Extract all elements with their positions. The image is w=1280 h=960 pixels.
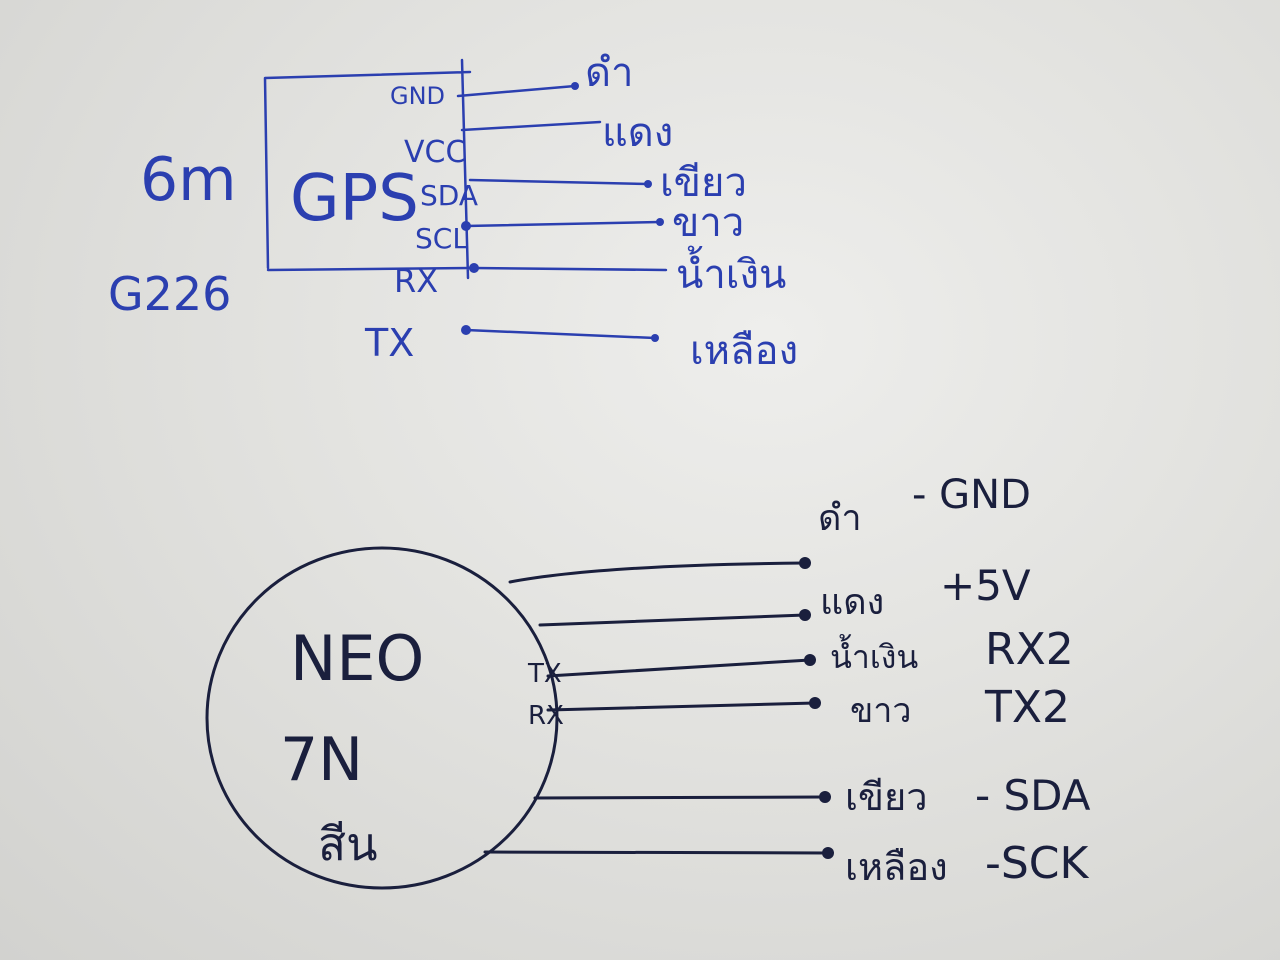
wire-line (508, 561, 807, 584)
pin-label: SDA (420, 179, 478, 212)
wire-line (464, 328, 657, 340)
gps-module-label: GPS (290, 162, 419, 236)
wire-dot (822, 847, 834, 859)
side-label-top: 6m (140, 145, 237, 215)
wire-dot (656, 218, 664, 226)
neo-pin-label: TX (527, 659, 562, 689)
gps-module-outline (263, 58, 472, 280)
wire-color-label: เขียว (845, 775, 928, 819)
pin-label: VCC (404, 135, 466, 170)
connection-target-label: - GND (912, 472, 1031, 518)
pin-label: GND (390, 82, 445, 110)
wire-line (472, 266, 668, 272)
wire-color-label: ขาว (850, 691, 911, 731)
wire-line (546, 658, 812, 678)
wire-color-label: ดำ (585, 50, 633, 96)
wire-line (460, 120, 602, 132)
wire-dot (644, 180, 652, 188)
connection-target-label: - SDA (975, 771, 1091, 820)
connection-target-label: RX2 (985, 624, 1074, 675)
pin-label: TX (364, 321, 414, 365)
wire-line (546, 701, 817, 712)
neo-module-label-line1: NEO (290, 622, 424, 695)
wire-line (468, 178, 650, 186)
wire-dot (571, 82, 579, 90)
wire-dot (819, 791, 831, 803)
pin-label: RX (394, 262, 438, 300)
wire-color-label: น้ำเงิน (830, 634, 918, 676)
wire-line (483, 850, 830, 855)
wire-color-label: น้ำเงิน (676, 245, 786, 298)
wire-dot (461, 221, 471, 231)
neo-module-diagram: NEO 7N สีน TX RX ดำ - GND แดง +5V น้ำเงิ… (205, 472, 1091, 890)
wire-dot (799, 557, 811, 569)
wire-dot (469, 263, 479, 273)
neo-module-label-line3: สีน (318, 817, 378, 871)
wire-color-label: เขียว (660, 160, 747, 206)
wire-color-label: ดำ (818, 498, 862, 539)
gps-module-diagram: 6m G226 GPS GND VCC SDA SCL RX TX ดำ แดง… (108, 50, 798, 374)
wire-dot (799, 609, 811, 621)
wire-line (456, 84, 577, 98)
wire-color-label: ขาว (672, 200, 744, 246)
wire-dot (804, 654, 816, 666)
neo-module-outline (205, 546, 559, 890)
wire-line (533, 795, 827, 800)
connection-target-label: TX2 (984, 682, 1070, 733)
wire-color-label: เหลือง (845, 845, 948, 889)
pin-label: SCL (415, 222, 468, 255)
side-label-bottom: G226 (108, 267, 231, 321)
wire-line (538, 613, 807, 627)
connection-target-label: +5V (940, 561, 1031, 610)
wire-color-label: แดง (820, 582, 884, 623)
neo-module-label-line2: 7N (280, 725, 363, 795)
wire-dot (461, 325, 471, 335)
connection-target-label: -SCK (985, 838, 1090, 889)
wire-dot (809, 697, 821, 709)
wire-line (464, 220, 662, 228)
wire-color-label: เหลือง (690, 328, 798, 374)
neo-pin-label: RX (528, 701, 564, 731)
wire-dot (651, 334, 659, 342)
wire-color-label: แดง (602, 110, 673, 156)
